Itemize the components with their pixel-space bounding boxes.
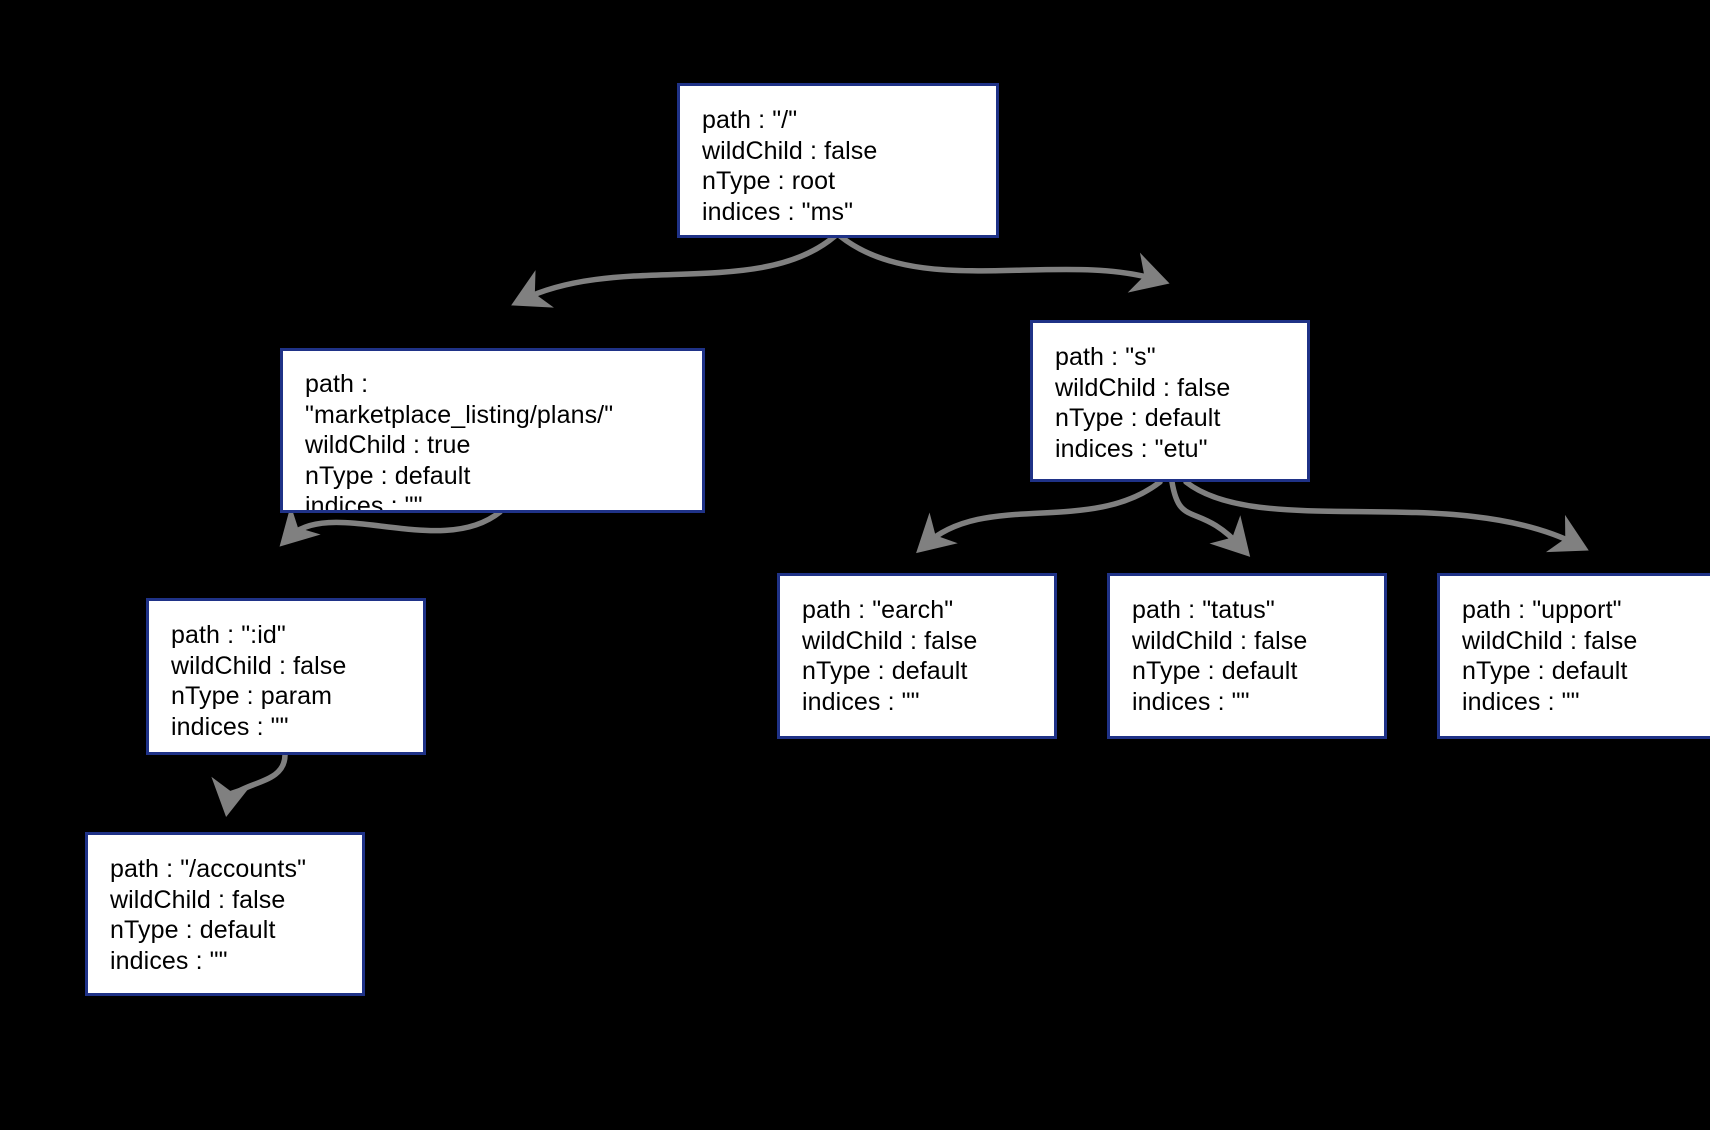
node-upport-indices: indices : "" bbox=[1462, 687, 1580, 716]
node-s-ntype: nType : default bbox=[1055, 404, 1221, 432]
node-accounts-path: path : "/accounts" bbox=[110, 855, 307, 883]
node-tatus-ntype: nType : default bbox=[1132, 657, 1298, 685]
node-marketplace-indices: indices : "" bbox=[305, 492, 423, 513]
node-id-param-fields: path : ":id" wildChild : false nType : p… bbox=[171, 620, 346, 742]
node-marketplace-path-label: path : bbox=[305, 370, 369, 398]
node-upport-fields: path : "upport" wildChild : false nType … bbox=[1462, 595, 1637, 717]
node-s-indices: indices : "etu" bbox=[1055, 434, 1208, 463]
node-id-param-wildchild: wildChild : false bbox=[171, 651, 347, 680]
edge-id-to-accounts bbox=[211, 752, 288, 817]
node-upport[interactable]: path : "upport" wildChild : false nType … bbox=[1437, 573, 1710, 739]
node-root[interactable]: path : "/" wildChild : false nType : roo… bbox=[677, 83, 999, 238]
node-root-indices: indices : "ms" bbox=[702, 197, 854, 226]
node-id-param-ntype: nType : param bbox=[171, 682, 333, 710]
node-id-param-indices: indices : "" bbox=[171, 712, 289, 741]
node-accounts-fields: path : "/accounts" wildChild : false nTy… bbox=[110, 854, 306, 976]
edge-s-to-earch bbox=[916, 479, 1163, 554]
node-s[interactable]: path : "s" wildChild : false nType : def… bbox=[1030, 320, 1310, 482]
node-earch[interactable]: path : "earch" wildChild : false nType :… bbox=[777, 573, 1057, 739]
node-marketplace[interactable]: path : "marketplace_listing/plans/" wild… bbox=[280, 348, 705, 513]
node-marketplace-wildchild: wildChild : true bbox=[305, 431, 471, 459]
node-id-param-path: path : ":id" bbox=[171, 621, 286, 649]
node-tatus[interactable]: path : "tatus" wildChild : false nType :… bbox=[1107, 573, 1387, 739]
node-s-path: path : "s" bbox=[1055, 343, 1156, 371]
node-earch-wildchild: wildChild : false bbox=[802, 626, 978, 655]
node-root-path: path : "/" bbox=[702, 106, 798, 134]
node-marketplace-fields: path : "marketplace_listing/plans/" wild… bbox=[305, 369, 614, 513]
node-root-wildchild: wildChild : false bbox=[702, 136, 878, 165]
node-tatus-path: path : "tatus" bbox=[1132, 596, 1275, 624]
edge-s-to-upport bbox=[1183, 479, 1589, 553]
node-upport-ntype: nType : default bbox=[1462, 657, 1628, 685]
node-marketplace-path-value: "marketplace_listing/plans/" bbox=[305, 400, 614, 429]
node-id-param[interactable]: path : ":id" wildChild : false nType : p… bbox=[146, 598, 426, 755]
node-root-fields: path : "/" wildChild : false nType : roo… bbox=[702, 105, 877, 227]
edge-root-to-s bbox=[837, 233, 1170, 293]
node-earch-path: path : "earch" bbox=[802, 596, 954, 624]
node-tatus-wildchild: wildChild : false bbox=[1132, 626, 1308, 655]
edge-root-to-marketplace bbox=[511, 233, 838, 308]
node-root-ntype: nType : root bbox=[702, 167, 836, 195]
node-accounts-ntype: nType : default bbox=[110, 916, 276, 944]
node-tatus-fields: path : "tatus" wildChild : false nType :… bbox=[1132, 595, 1307, 717]
node-accounts[interactable]: path : "/accounts" wildChild : false nTy… bbox=[85, 832, 365, 996]
node-marketplace-ntype: nType : default bbox=[305, 461, 471, 490]
node-tatus-indices: indices : "" bbox=[1132, 687, 1250, 716]
node-s-fields: path : "s" wildChild : false nType : def… bbox=[1055, 342, 1230, 464]
node-earch-ntype: nType : default bbox=[802, 657, 968, 685]
node-upport-wildchild: wildChild : false bbox=[1462, 626, 1638, 655]
node-earch-indices: indices : "" bbox=[802, 687, 920, 716]
node-earch-fields: path : "earch" wildChild : false nType :… bbox=[802, 595, 977, 717]
node-upport-path: path : "upport" bbox=[1462, 596, 1622, 624]
node-accounts-indices: indices : "" bbox=[110, 946, 228, 975]
node-accounts-wildchild: wildChild : false bbox=[110, 885, 286, 914]
node-s-wildchild: wildChild : false bbox=[1055, 373, 1231, 402]
edge-s-to-tatus bbox=[1169, 479, 1251, 557]
edge-marketplace-to-id bbox=[279, 505, 503, 547]
